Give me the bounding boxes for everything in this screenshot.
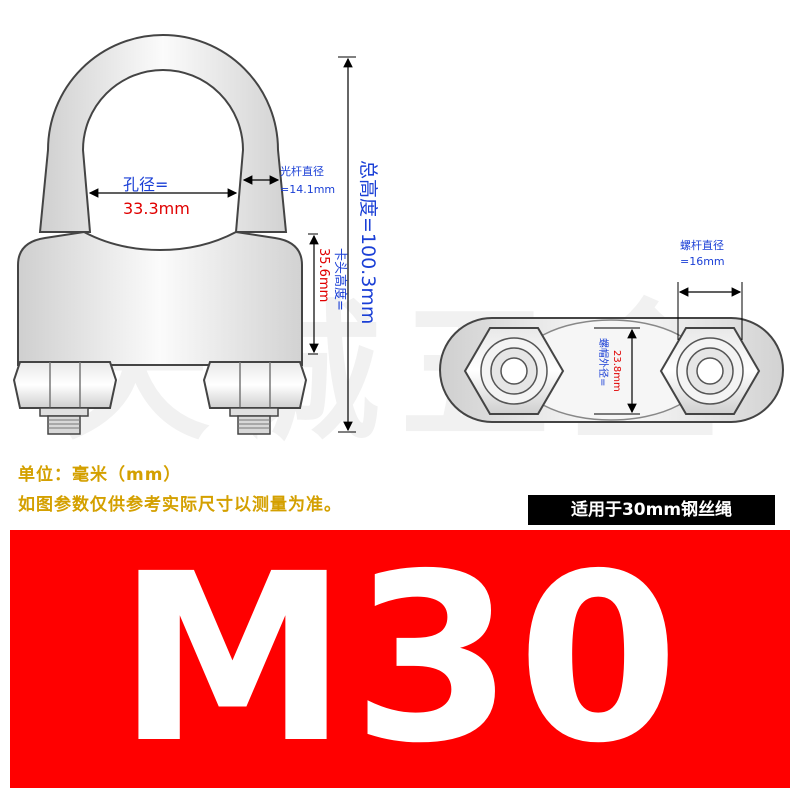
bolt-diameter-value: =16mm bbox=[680, 255, 725, 268]
right-nut bbox=[202, 361, 308, 435]
model-number: M30 bbox=[117, 524, 683, 794]
clamp-height-label: 卡头高度= bbox=[332, 248, 348, 311]
shank-diameter-label: 光杆直径 bbox=[280, 164, 324, 178]
unit-note: 单位：毫米（mm） bbox=[18, 465, 182, 485]
application-badge: 适用于30mm钢丝绳 bbox=[528, 495, 775, 525]
disclaimer-note: 如图参数仅供参考实际尺寸以测量为准。 bbox=[18, 495, 342, 515]
hole-diameter-value: 33.3mm bbox=[123, 199, 190, 218]
model-banner: M30 bbox=[10, 530, 790, 788]
hole-diameter-label: 孔径= bbox=[123, 175, 168, 194]
left-nut bbox=[12, 361, 118, 435]
u-bolt bbox=[38, 34, 288, 233]
total-height-label: 总高度=100.3mm bbox=[357, 160, 379, 324]
clamp-height-value: 35.6mm bbox=[316, 248, 331, 302]
right-nut-top bbox=[659, 327, 761, 415]
nut-outer-label: 螺帽外径= bbox=[597, 338, 610, 386]
bolt-diameter-label: 螺杆直径 bbox=[680, 238, 724, 252]
saddle-body bbox=[17, 230, 303, 366]
clip-side-view: 孔径= 33.3mm 光杆直径 =14.1mm 35.6mm 卡头高度= 总高度… bbox=[12, 34, 379, 435]
shank-diameter-value: =14.1mm bbox=[280, 183, 335, 196]
left-nut-top bbox=[463, 327, 565, 415]
nut-outer-value: 23.8mm bbox=[611, 350, 622, 392]
clip-top-view: 螺杆直径 =16mm 螺帽外径= 23.8mm bbox=[439, 238, 784, 423]
